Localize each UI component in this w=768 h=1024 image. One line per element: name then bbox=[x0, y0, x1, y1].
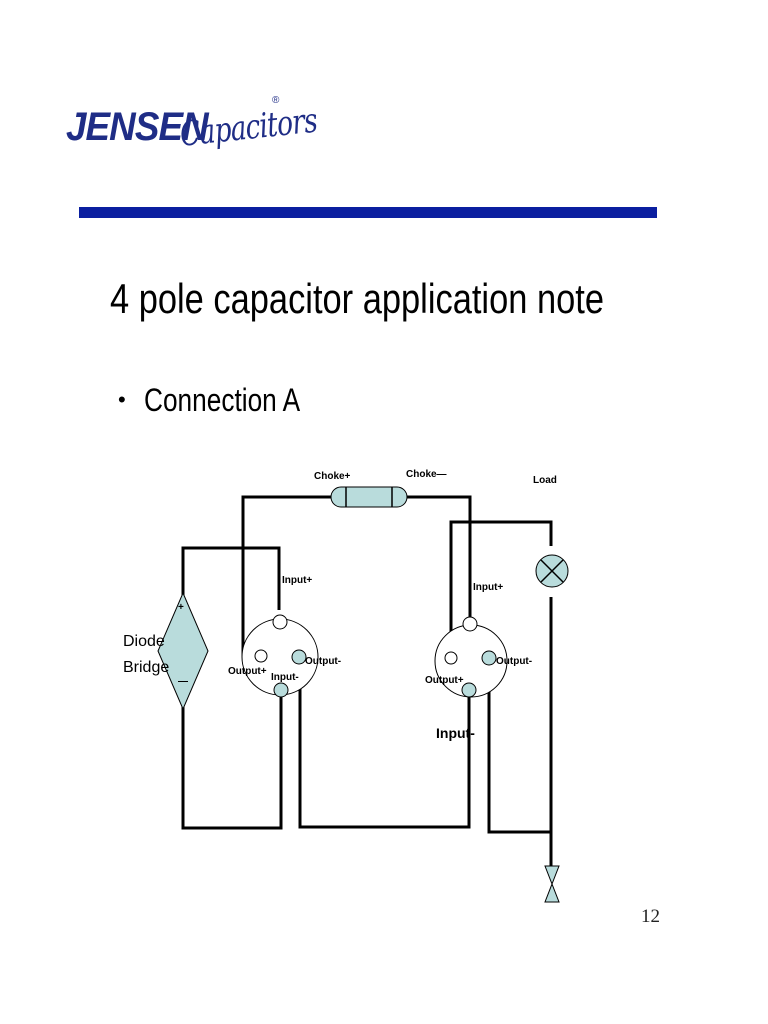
cap2-input-minus-pin bbox=[461, 682, 477, 698]
cap1-input-minus-pin bbox=[273, 682, 289, 698]
cap1-output-plus-pin bbox=[254, 649, 268, 663]
diode-bridge-label-line2: Bridge bbox=[123, 659, 169, 676]
bullet-text: Connection A bbox=[144, 382, 301, 418]
ground-symbol-icon bbox=[544, 865, 560, 903]
diode-bridge bbox=[157, 591, 209, 711]
slide-title: 4 pole capacitor application note bbox=[110, 275, 604, 322]
cap1-input-plus-pin bbox=[272, 614, 288, 630]
jensen-capacitors-logo: JENSEN Capacitors ® bbox=[66, 75, 319, 185]
choke bbox=[330, 486, 408, 508]
capacitor-2 bbox=[434, 616, 508, 698]
bridge-plus-label: + bbox=[178, 602, 184, 613]
page-number: 12 bbox=[641, 906, 660, 927]
cap2-output-plus-pin bbox=[444, 651, 458, 665]
cap1-input-plus-label: Input+ bbox=[282, 575, 312, 586]
cap2-input-plus-pin bbox=[462, 616, 478, 632]
diode-bridge-label-line1: Diode bbox=[123, 633, 165, 650]
wire-bridge-plus bbox=[181, 546, 281, 610]
capacitor-1 bbox=[241, 614, 319, 698]
cap2-input-minus-label: Input- bbox=[436, 725, 475, 741]
choke-minus-label: Choke— bbox=[406, 469, 447, 480]
wire-cap2-output-minus bbox=[487, 666, 551, 834]
cap2-output-minus-pin bbox=[481, 650, 497, 666]
choke-plus-label: Choke+ bbox=[314, 471, 351, 482]
load-lamp-icon bbox=[535, 554, 569, 588]
header-rule bbox=[79, 207, 657, 218]
wire-bridge-minus bbox=[181, 678, 283, 830]
registered-mark: ® bbox=[272, 95, 280, 106]
cap2-input-plus-label: Input+ bbox=[473, 582, 503, 593]
bullet-item: • Connection A bbox=[118, 382, 334, 419]
logo-brand: JENSEN bbox=[66, 105, 209, 149]
wire-cap1-to-cap2 bbox=[298, 668, 471, 829]
bridge-minus-label: — bbox=[178, 676, 188, 687]
wire-choke-right bbox=[406, 495, 472, 650]
cap2-output-plus-label: Output+ bbox=[425, 675, 464, 686]
bullet-marker: • bbox=[118, 386, 126, 412]
cap1-output-plus-label: Output+ bbox=[228, 666, 267, 677]
cap2-output-minus-label: Output- bbox=[496, 656, 532, 667]
cap1-output-minus-label: Output- bbox=[305, 656, 341, 667]
cap1-output-minus-pin bbox=[291, 649, 307, 665]
load-label: Load bbox=[533, 475, 557, 486]
cap1-input-minus-label: Input- bbox=[271, 672, 299, 683]
wire-choke-left bbox=[241, 495, 332, 657]
wire-cap2-to-load bbox=[449, 520, 553, 648]
